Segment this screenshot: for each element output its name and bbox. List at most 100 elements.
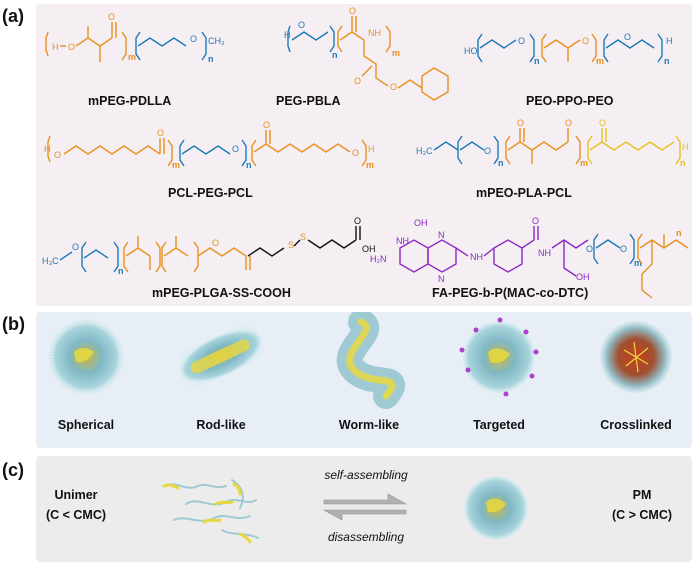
structure-pcl-peg-pcl: H O O m O n O O m H — [44, 120, 375, 170]
atom-h-1: H — [52, 42, 59, 52]
atom-o-15: O — [352, 148, 359, 158]
structure-mpeo-pla-pcl: H₃C O n O O m O n H — [416, 118, 689, 168]
unimer-chains — [162, 479, 259, 544]
micelle-worm-like — [336, 312, 406, 409]
atom-o-12: O — [157, 128, 164, 138]
panel-c-self-assembly: Unimer (C < CMC) self-assembling disasse… — [36, 456, 692, 562]
equilibrium-arrows — [322, 493, 408, 521]
atom-o-6: O — [354, 76, 361, 86]
atom-o-22: O — [354, 216, 361, 226]
atom-o-5: O — [349, 6, 356, 16]
atom-o-9: O — [582, 36, 589, 46]
atom-n-1: N — [438, 230, 445, 240]
pm-condition: (C > CMC) — [611, 508, 673, 522]
subscript-m-4: m — [172, 160, 180, 170]
atom-o-25: O — [620, 244, 627, 254]
atom-o-13: O — [232, 144, 239, 154]
subscript-m-6: m — [580, 158, 588, 168]
subscript-n-1: n — [208, 54, 214, 64]
atom-h3c-2: H₃C — [42, 256, 59, 266]
atom-o-18: O — [565, 118, 572, 128]
atom-o-8: O — [518, 36, 525, 46]
subscript-n-3: n — [534, 56, 540, 66]
atom-oh-3: OH — [576, 272, 590, 282]
panel-letter-a: (a) — [2, 6, 24, 26]
polymer-name-mpeg-pdlla: mPEG-PDLLA — [88, 94, 172, 108]
atom-h-3: H — [666, 36, 673, 46]
atom-o-17: O — [517, 118, 524, 128]
polymer-name-peg-pbla: PEG-PBLA — [276, 94, 341, 108]
atom-h-2: H — [284, 30, 291, 40]
atom-h3c-1: H₃C — [416, 146, 433, 156]
disassembling-label: disassembling — [327, 530, 405, 544]
polymer-name-mpeo-pla-pcl: mPEO-PLA-PCL — [476, 186, 572, 200]
structure-peo-ppo-peo: HO O n O m O n H — [464, 32, 673, 66]
atom-h2n: H₂N — [370, 254, 387, 264]
chemical-structures-svg: H O O m O n CH₃ H O n — [42, 6, 689, 299]
structure-mpeg-plga-ss-cooh: H₃C O n O S S O — [42, 216, 376, 276]
subscript-n-8: n — [118, 266, 124, 276]
atom-nh-4: NH — [538, 248, 551, 258]
atom-h-5: H — [368, 144, 375, 154]
atom-oh-2: OH — [414, 218, 428, 228]
micelle-crosslinked — [600, 321, 672, 393]
atom-o-10: O — [624, 32, 631, 42]
atom-o-4: O — [298, 20, 305, 30]
panel-a-structures: H O O m O n CH₃ H O n — [36, 4, 692, 306]
atom-nh-1: NH — [368, 28, 381, 38]
polymer-name-pcl-peg-pcl: PCL-PEG-PCL — [168, 186, 253, 200]
panel-letter-c: (c) — [2, 460, 24, 480]
atom-o-21: O — [212, 238, 219, 248]
micelle-label-worm-like: Worm-like — [338, 418, 400, 432]
subscript-m-3: m — [596, 56, 604, 66]
self-assembling-label: self-assembling — [324, 468, 408, 482]
polymeric-micelle — [464, 476, 528, 540]
subscript-n-9: n — [676, 228, 682, 238]
polymer-name-mpeg-plga-ss-cooh: mPEG-PLGA-SS-COOH — [152, 286, 291, 300]
structure-mpeg-pdlla: H O O m O n CH₃ — [45, 12, 225, 64]
atom-o-20: O — [72, 242, 79, 252]
atom-ho-1: HO — [464, 46, 478, 56]
subscript-n-6: n — [498, 158, 504, 168]
atom-o-1: O — [68, 42, 75, 52]
atom-o-19: O — [599, 118, 606, 128]
self-assembly-svg — [162, 476, 528, 544]
unimer-condition: (C < CMC) — [45, 508, 107, 522]
atom-s-1: S — [288, 240, 294, 250]
atom-o-16: O — [484, 146, 491, 156]
pm-label: PM — [632, 488, 652, 502]
atom-o-11: O — [54, 150, 61, 160]
atom-nh-3: NH — [470, 252, 483, 262]
atom-o-7: O — [390, 82, 397, 92]
subscript-n-4: n — [664, 56, 670, 66]
subscript-m-7: m — [634, 258, 642, 268]
micelle-label-crosslinked: Crosslinked — [600, 418, 672, 432]
unimer-label: Unimer — [54, 488, 98, 502]
atom-n-2: N — [438, 274, 445, 284]
atom-oh-1: OH — [362, 244, 376, 254]
atom-o-23: O — [532, 216, 539, 226]
polymer-name-peo-ppo-peo: PEO-PPO-PEO — [526, 94, 614, 108]
micelle-morphologies-svg — [48, 312, 672, 409]
micelle-targeted — [459, 317, 539, 397]
atom-o-2: O — [108, 12, 115, 22]
micelle-label-targeted: Targeted — [473, 418, 525, 432]
atom-nh-2: NH — [396, 236, 409, 246]
subscript-m-5: m — [366, 160, 374, 170]
structure-fa-peg-pmac-dtc: OH NH H₂N N N NH O NH OH O O m — [370, 216, 689, 299]
subscript-m-1: m — [128, 52, 136, 62]
subscript-n-2: n — [332, 50, 338, 60]
micelle-rod-like — [178, 325, 264, 387]
micelle-spherical — [48, 319, 124, 395]
atom-s-2: S — [300, 232, 306, 242]
micelle-label-spherical: Spherical — [57, 418, 115, 432]
atom-h-4: H — [44, 144, 51, 154]
subscript-n-5: n — [246, 160, 252, 170]
atom-h-6: H — [682, 142, 689, 152]
panel-b-morphologies: Spherical Rod-like Worm-like Targeted Cr… — [36, 312, 692, 448]
structure-peg-pbla: H O n O NH m O O — [284, 6, 449, 101]
micelle-label-rod-like: Rod-like — [196, 418, 246, 432]
subscript-m-2: m — [392, 48, 400, 58]
atom-o-3: O — [190, 34, 197, 44]
polymer-name-fa-peg-pmac-dtc: FA-PEG-b-P(MAC-co-DTC) — [432, 286, 589, 300]
